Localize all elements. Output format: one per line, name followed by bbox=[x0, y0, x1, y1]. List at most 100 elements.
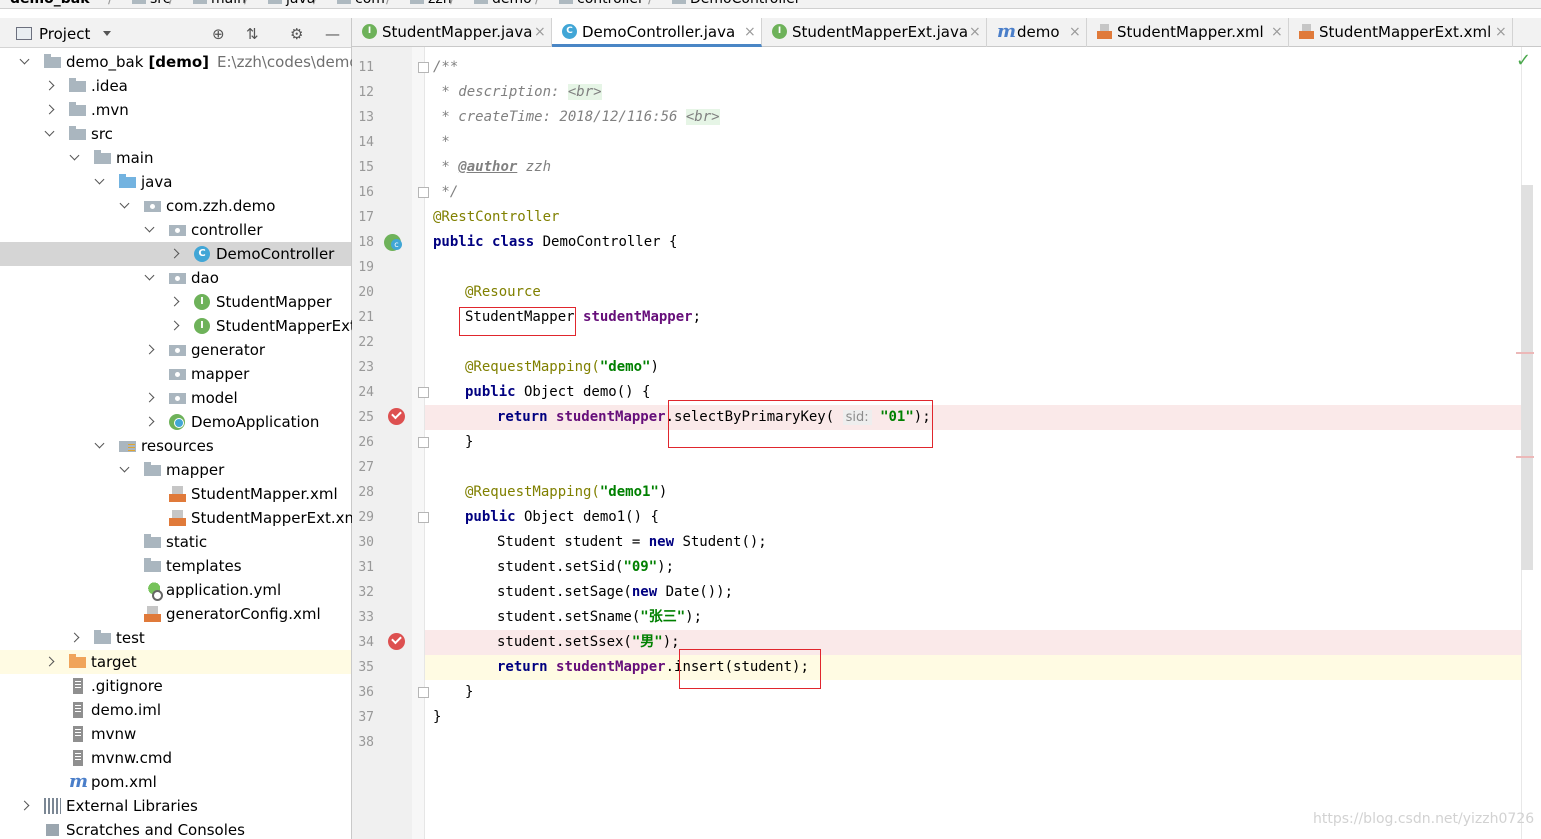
tree-item[interactable]: StudentMapperExt.xml bbox=[0, 506, 363, 541]
chevron-down-icon[interactable] bbox=[44, 122, 56, 146]
code-line-16[interactable]: */ bbox=[433, 184, 459, 200]
code-line-18[interactable]: public class DemoController { bbox=[433, 234, 678, 250]
breadcrumb-item[interactable]: DemoController bbox=[672, 0, 800, 7]
tree-item[interactable]: External Libraries bbox=[0, 794, 351, 818]
tree-item[interactable]: demo_bak[demo]E:\zzh\codes\demo\demo_bak bbox=[0, 50, 441, 74]
tree-item[interactable]: controller bbox=[0, 218, 351, 242]
tree-item[interactable]: .gitignore bbox=[0, 674, 351, 698]
code-line-22[interactable] bbox=[425, 330, 1535, 355]
fold-icon[interactable] bbox=[418, 62, 429, 73]
fold-icon[interactable] bbox=[418, 687, 429, 698]
tree-item[interactable]: StudentMapper.xml bbox=[0, 482, 351, 517]
code-line-19[interactable] bbox=[425, 255, 1535, 280]
breadcrumb-item[interactable]: controller bbox=[559, 0, 644, 7]
tree-item[interactable]: dao bbox=[0, 266, 351, 290]
tree-item[interactable]: application.yml bbox=[0, 578, 351, 602]
collapse-all-icon[interactable]: ⇅ bbox=[246, 25, 259, 43]
code-line-21[interactable]: StudentMapper studentMapper; bbox=[465, 309, 702, 325]
error-stripe-marker[interactable] bbox=[1516, 352, 1534, 354]
close-icon[interactable]: × bbox=[1495, 24, 1507, 40]
tree-item[interactable]: model bbox=[0, 386, 351, 410]
tree-item[interactable]: Scratches and Consoles bbox=[0, 818, 351, 839]
chevron-down-icon[interactable] bbox=[19, 50, 31, 74]
tree-item[interactable]: mvnw bbox=[0, 722, 351, 746]
code-line-15[interactable]: * @author zzh bbox=[433, 159, 552, 175]
code-line-17[interactable]: @RestController bbox=[433, 209, 560, 225]
close-icon[interactable]: × bbox=[969, 24, 981, 40]
breadcrumb-item[interactable]: demo_bak bbox=[10, 0, 90, 7]
close-icon[interactable]: × bbox=[744, 24, 756, 40]
code-line-23[interactable]: @RequestMapping("demo") bbox=[465, 359, 659, 375]
chevron-right-icon[interactable] bbox=[169, 242, 181, 266]
tree-item[interactable]: mapper bbox=[0, 458, 351, 482]
code-line-20[interactable]: @Resource bbox=[465, 284, 541, 300]
project-panel-title[interactable]: Project bbox=[39, 25, 91, 43]
tree-item[interactable]: generator bbox=[0, 338, 351, 362]
tree-item[interactable]: DemoApplication bbox=[0, 410, 351, 434]
chevron-right-icon[interactable] bbox=[44, 98, 56, 122]
tree-item[interactable]: target bbox=[0, 650, 351, 674]
chevron-right-icon[interactable] bbox=[144, 338, 156, 362]
code-line-24[interactable]: public Object demo() { bbox=[465, 384, 651, 400]
code-line-34[interactable]: student.setSsex("男"); bbox=[425, 630, 1535, 655]
hide-icon[interactable]: — bbox=[325, 25, 340, 43]
code-line-30[interactable]: Student student = new Student(); bbox=[497, 534, 767, 550]
code-line-29[interactable]: public Object demo1() { bbox=[465, 509, 659, 525]
code-line-25[interactable]: return studentMapper.selectByPrimaryKey(… bbox=[425, 405, 1535, 430]
chevron-right-icon[interactable] bbox=[144, 410, 156, 434]
code-line-35[interactable]: return studentMapper.insert(student); bbox=[425, 655, 1535, 680]
chevron-right-icon[interactable] bbox=[169, 314, 181, 338]
code-line-12[interactable]: * description: <br> bbox=[433, 84, 602, 100]
code-line-38[interactable] bbox=[425, 730, 1535, 755]
chevron-right-icon[interactable] bbox=[169, 290, 181, 314]
chevron-down-icon[interactable] bbox=[94, 170, 106, 194]
tree-item[interactable]: generatorConfig.xml bbox=[0, 602, 351, 637]
tree-item[interactable]: resources bbox=[0, 434, 351, 458]
code-line-14[interactable]: * bbox=[433, 134, 450, 150]
scrollbar-thumb[interactable] bbox=[1521, 185, 1533, 570]
breadcrumb-item[interactable]: com bbox=[337, 0, 385, 7]
fold-icon[interactable] bbox=[418, 387, 429, 398]
code-line-31[interactable]: student.setSid("09"); bbox=[497, 559, 675, 575]
code-line-27[interactable] bbox=[425, 455, 1535, 480]
breadcrumb-item[interactable]: demo bbox=[474, 0, 532, 7]
chevron-down-icon[interactable] bbox=[94, 434, 106, 458]
close-icon[interactable]: × bbox=[534, 24, 546, 40]
tree-item[interactable]: test bbox=[0, 626, 351, 650]
tree-item[interactable]: static bbox=[0, 530, 351, 554]
error-stripe-marker[interactable] bbox=[1516, 456, 1534, 458]
chevron-right-icon[interactable] bbox=[144, 386, 156, 410]
chevron-right-icon[interactable] bbox=[44, 650, 56, 674]
code-line-13[interactable]: * createTime: 2018/12/116:56 <br> bbox=[433, 109, 720, 125]
breakpoint-icon[interactable] bbox=[388, 633, 405, 650]
chevron-right-icon[interactable] bbox=[69, 626, 81, 650]
chevron-down-icon[interactable] bbox=[144, 266, 156, 290]
fold-icon[interactable] bbox=[418, 437, 429, 448]
tree-item[interactable]: java bbox=[0, 170, 351, 194]
breadcrumb-item[interactable]: src bbox=[132, 0, 170, 7]
tree-item[interactable]: mapper bbox=[0, 362, 351, 386]
chevron-down-icon[interactable] bbox=[119, 194, 131, 218]
chevron-down-icon[interactable] bbox=[144, 218, 156, 242]
tree-item[interactable]: src bbox=[0, 122, 351, 146]
code-line-32[interactable]: student.setSage(new Date()); bbox=[497, 584, 734, 600]
chevron-right-icon[interactable] bbox=[44, 74, 56, 98]
fold-icon[interactable] bbox=[418, 187, 429, 198]
editor-tab[interactable]: StudentMapperExt.xml× bbox=[1289, 18, 1513, 47]
tree-item[interactable]: .mvn bbox=[0, 98, 351, 122]
close-icon[interactable]: × bbox=[1271, 24, 1283, 40]
locate-icon[interactable]: ⊕ bbox=[212, 25, 225, 43]
close-icon[interactable]: × bbox=[1069, 24, 1081, 40]
code-line-36[interactable]: } bbox=[465, 684, 474, 700]
code-line-33[interactable]: student.setSname("张三"); bbox=[497, 609, 703, 625]
code-line-28[interactable]: @RequestMapping("demo1") bbox=[465, 484, 668, 500]
chevron-down-icon[interactable] bbox=[103, 31, 111, 36]
